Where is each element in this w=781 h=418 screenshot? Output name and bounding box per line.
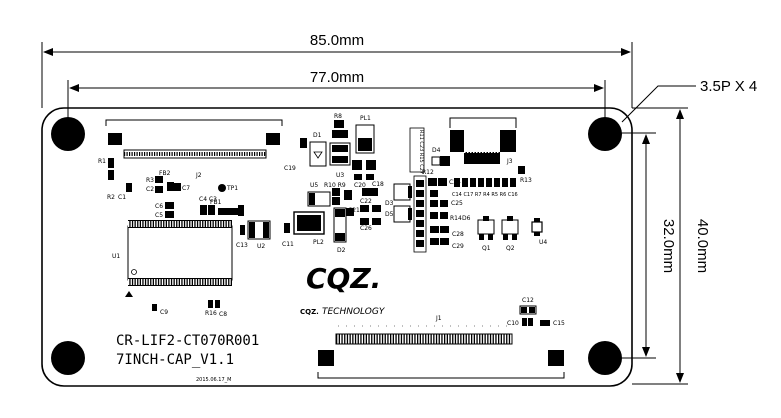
label-C2: C2 — [146, 186, 154, 193]
label-C28: C28 — [452, 231, 464, 238]
brand-logo-small: CQZ. — [300, 308, 319, 316]
label-U1: U1 — [112, 253, 120, 260]
label-R1: R1 — [98, 158, 106, 165]
label-R14: R14 — [450, 215, 462, 222]
connector-j1 — [317, 325, 565, 379]
label-R2: R2 — [107, 194, 115, 201]
label-R3: R3 — [146, 177, 154, 184]
label-C5: C5 — [155, 212, 163, 219]
dim-width-inner-label: 77.0mm — [310, 69, 364, 86]
label-C21: C21 — [348, 207, 360, 214]
label-C26: C26 — [360, 225, 372, 232]
label-D2: D2 — [337, 247, 346, 254]
label-U2: U2 — [257, 243, 265, 250]
label-C4C3: C4 C3 — [199, 196, 217, 203]
label-C20: C20 — [354, 182, 366, 189]
board-outline — [41, 107, 633, 387]
label-C14row: C14 C17 R7 R4 R5 R6 C16 — [452, 192, 518, 198]
ic-u2 — [240, 220, 290, 240]
connector-j3 — [431, 117, 517, 166]
label-U5: U5 — [310, 182, 318, 189]
label-J1: J1 — [435, 315, 442, 322]
label-C18: C18 — [372, 181, 384, 188]
label-C10: C10 — [507, 320, 519, 327]
label-J3: J3 — [506, 158, 513, 165]
label-C11: C11 — [282, 241, 294, 248]
label-PL1: PL1 — [360, 115, 371, 122]
mounting-hole-top-right — [588, 117, 622, 151]
part-number: CR-LIF2-CT070R001 — [116, 333, 259, 349]
label-D4: D4 — [432, 147, 441, 154]
passives-column — [413, 175, 449, 253]
date-code: 2015.06.17_M — [196, 377, 231, 383]
mounting-hole-top-left — [51, 117, 85, 151]
label-D1: D1 — [313, 132, 322, 139]
label-C22: C22 — [360, 198, 372, 205]
label-C19: C19 — [284, 165, 296, 172]
label-D5: D5 — [385, 211, 394, 218]
label-PL2: PL2 — [313, 239, 324, 246]
hole-spec-label: 3.5P X 4 — [700, 78, 757, 95]
label-FB1: FB1 — [210, 199, 222, 206]
label-FB2: FB2 — [159, 170, 171, 177]
label-J2: J2 — [195, 172, 202, 179]
label-C13: C13 — [236, 242, 248, 249]
dim-width-top-label: 85.0mm — [310, 32, 364, 49]
label-R13: R13 — [520, 177, 532, 184]
label-C8: C8 — [219, 311, 227, 318]
passives-bottom-right — [519, 305, 550, 326]
label-U4: U4 — [539, 239, 547, 246]
product-name: 7INCH-CAP_V1.1 — [116, 352, 234, 368]
label-rotated: R11 C23 R15 C27 — [418, 130, 424, 174]
label-Q2: Q2 — [506, 245, 515, 252]
label-R12: R12 — [422, 169, 434, 176]
label-U3: U3 — [336, 172, 344, 179]
mounting-hole-bottom-right — [588, 341, 622, 375]
ic-u1 — [125, 220, 233, 297]
transistors — [477, 216, 543, 240]
svg-text:CQZ.: CQZ. — [306, 262, 381, 295]
label-C1: C1 — [118, 194, 126, 201]
connector-j2 — [105, 119, 283, 159]
power-section — [293, 120, 381, 243]
passives-bottom-left — [152, 300, 220, 311]
hole-leader — [621, 85, 696, 123]
cqz-logo: CQZ. CQZ. TECHNOLOGY — [300, 262, 386, 317]
diodes-d3-d5 — [393, 183, 412, 223]
label-C29: C29 — [452, 243, 464, 250]
passives-left — [108, 158, 244, 218]
label-R10R9: R10 R9 — [324, 182, 346, 189]
label-C15: C15 — [553, 320, 565, 327]
label-Q1: Q1 — [482, 245, 491, 252]
brand-text: TECHNOLOGY — [322, 307, 386, 317]
label-D3: D3 — [385, 200, 394, 207]
label-TP1: TP1 — [226, 185, 238, 192]
label-D6: D6 — [462, 215, 471, 222]
dim-height-inner-label: 32.0mm — [660, 219, 677, 273]
label-C7: C7 — [182, 185, 190, 192]
label-C25: C25 — [451, 200, 463, 207]
label-R8: R8 — [334, 113, 342, 120]
label-C12: C12 — [522, 297, 534, 304]
label-R16: R16 — [205, 310, 217, 317]
mounting-hole-bottom-left — [51, 341, 85, 375]
rotated-label-box — [409, 127, 425, 173]
dim-height-label: 40.0mm — [694, 219, 711, 273]
label-C6: C6 — [155, 203, 163, 210]
label-C9: C9 — [160, 309, 168, 316]
resistor-row — [454, 166, 525, 187]
